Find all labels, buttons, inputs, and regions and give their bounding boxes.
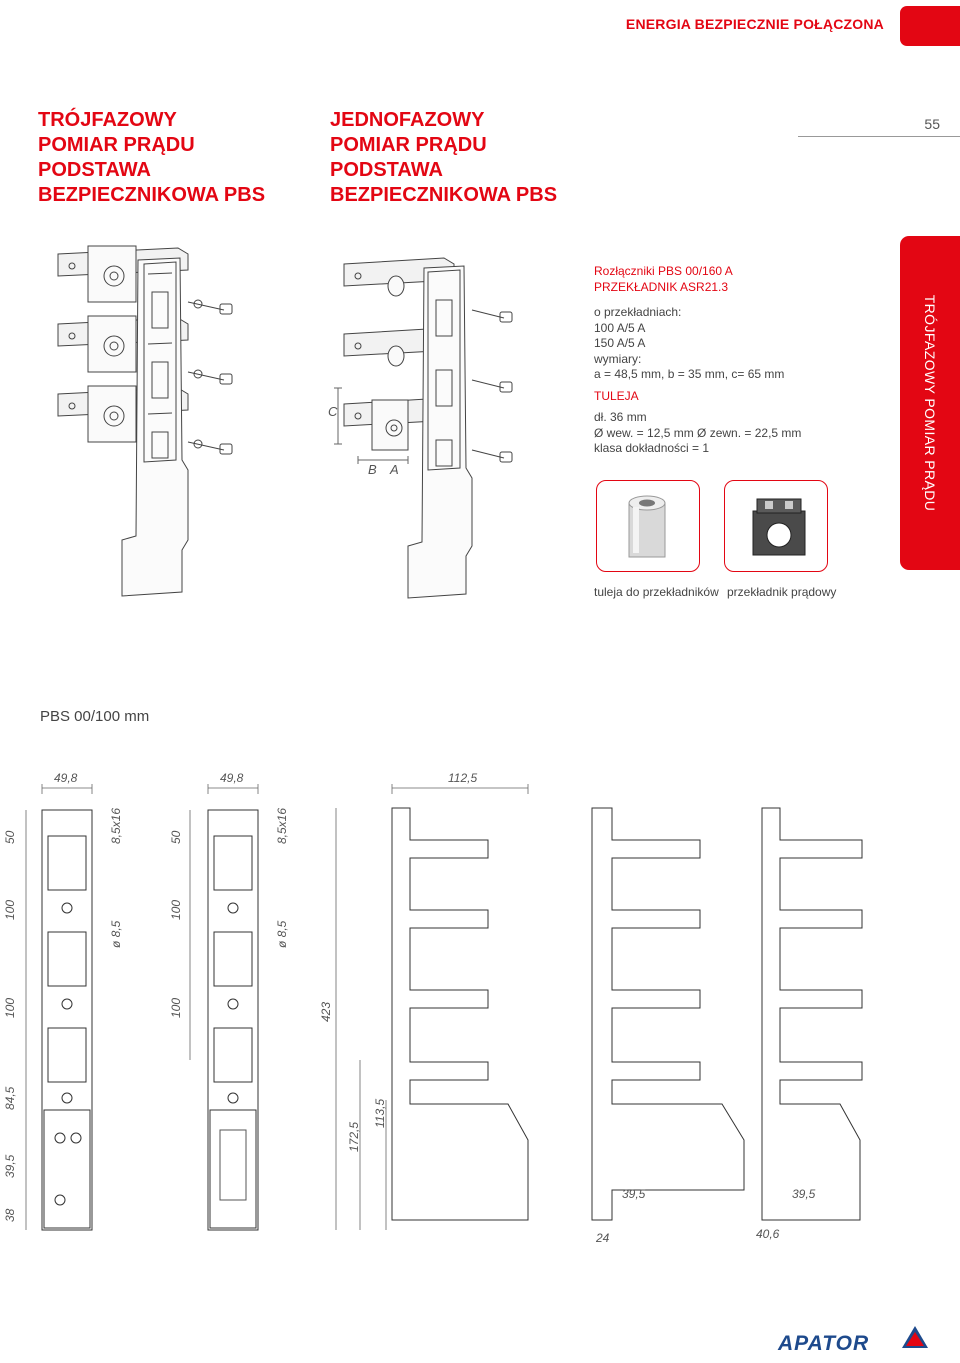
dim-50-a: 50 (3, 830, 17, 844)
dim-width-2: 49,8 (220, 771, 244, 785)
spec-sleeve-heading: TULEJA (594, 388, 639, 403)
transformer-photo-frame (724, 480, 828, 572)
dim-423: 423 (319, 1002, 333, 1022)
dim-hole-1: ø 8,5 (109, 920, 123, 948)
section-label: PBS 00/100 mm (40, 708, 150, 725)
dim-100-b: 100 (3, 998, 17, 1018)
apator-logo: APATOR (778, 1322, 928, 1358)
dim-395-side-2: 39,5 (792, 1187, 816, 1201)
sleeve-photo-frame (596, 480, 700, 572)
spec-line: 150 A/5 A (594, 336, 646, 350)
page-number: 55 (924, 116, 940, 132)
corner-tab (900, 6, 960, 46)
spec-line: 100 A/5 A (594, 320, 646, 335)
sleeve-image (628, 495, 666, 558)
dim-bolt-1: 8,5x16 (109, 808, 123, 844)
dim-395: 39,5 (3, 1154, 17, 1178)
dim-38: 38 (3, 1208, 17, 1222)
title-line: BEZPIECZNIKOWA PBS (38, 184, 266, 206)
title-line: TRÓJFAZOWY (38, 109, 177, 131)
brand-slogan: ENERGIA BEZPIECZNIE POŁĄCZONA (625, 16, 884, 32)
dimension-label-a: A (389, 462, 399, 477)
dim-1725: 172,5 (347, 1122, 361, 1152)
spec-transformer-model: PRZEKŁADNIK ASR21.3 (594, 279, 729, 294)
dim-width-1: 49,8 (54, 771, 78, 785)
side-tab-label: TRÓJFAZOWY POMIAR PRĄDU (922, 294, 938, 512)
spec-line: a = 48,5 mm, b = 35 mm, c= 65 mm (594, 367, 785, 381)
section-side-tab: TRÓJFAZOWY POMIAR PRĄDU (900, 236, 960, 570)
dim-1135: 113,5 (373, 1099, 387, 1128)
dim-395-side-1: 39,5 (622, 1187, 646, 1201)
title-line: PODSTAWA (38, 159, 151, 181)
dim-845: 84,5 (3, 1086, 17, 1110)
caption-sleeve: tuleja do przekładników (594, 585, 719, 599)
dim-406: 40,6 (756, 1227, 780, 1241)
page-rule (798, 136, 960, 137)
title-line: POMIAR PRĄDU (38, 134, 195, 156)
title-single-phase: JEDNOFAZOWY POMIAR PRĄDU PODSTAWA BEZPIE… (330, 108, 557, 208)
dim-hole-2: ø 8,5 (275, 920, 289, 948)
spec-line: klasa dokładności = 1 (594, 441, 710, 455)
logo-wordmark: APATOR (778, 1332, 870, 1355)
logo-emblem-icon (902, 1326, 928, 1348)
title-line: JEDNOFAZOWY (330, 109, 485, 131)
dim-100-d: 100 (169, 998, 183, 1018)
title-three-phase: TRÓJFAZOWY POMIAR PRĄDU PODSTAWA BEZPIEC… (38, 108, 265, 208)
dim-width-3: 112,5 (448, 771, 477, 785)
dim-100-a: 100 (3, 900, 17, 920)
spec-block: Rozłączniki PBS 00/160 A PRZEKŁADNIK ASR… (594, 264, 801, 457)
dim-24: 24 (595, 1231, 610, 1245)
dim-bolt-2: 8,5x16 (275, 808, 289, 844)
dim-50-b: 50 (169, 830, 183, 844)
spec-disconnector: Rozłączniki PBS 00/160 A (594, 264, 733, 278)
title-line: BEZPIECZNIKOWA PBS (330, 184, 558, 206)
title-line: POMIAR PRĄDU (330, 134, 487, 156)
caption-transformer: przekładnik prądowy (727, 585, 837, 599)
technical-drawing: 49,8 49,8 112,5 50 100 100 84,5 39,5 38 … (3, 771, 863, 1245)
title-line: PODSTAWA (330, 159, 443, 181)
dim-100-c: 100 (169, 900, 183, 920)
spec-line: dł. 36 mm (594, 410, 647, 424)
dimension-label-c: C (328, 404, 338, 419)
transformer-image (752, 498, 806, 556)
dimension-label-b: B (368, 462, 377, 477)
spec-line: Ø wew. = 12,5 mm Ø zewn. = 22,5 mm (594, 425, 802, 440)
single-phase-illustration: C B A (328, 257, 513, 599)
three-phase-illustration (57, 245, 233, 597)
spec-line: o przekładniach: (594, 305, 682, 319)
spec-line: wymiary: (594, 351, 642, 366)
